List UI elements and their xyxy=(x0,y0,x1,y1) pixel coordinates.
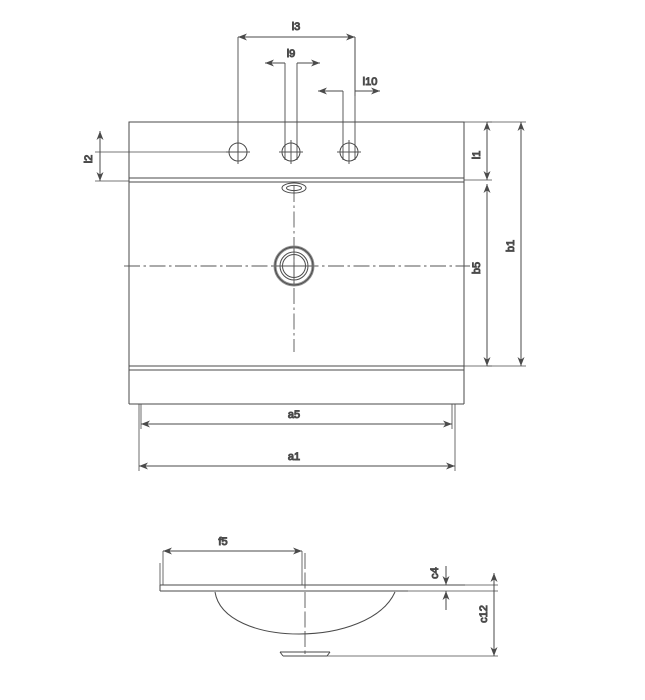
dimension-f5: f5 xyxy=(162,536,303,585)
drain-hole xyxy=(273,245,315,287)
dim-label-f5: f5 xyxy=(218,536,227,548)
dim-label-l9: l9 xyxy=(287,48,296,60)
dim-label-l2: l2 xyxy=(83,155,95,164)
dimension-b5: b5 xyxy=(464,184,492,367)
dimension-l1: l1 xyxy=(464,121,492,181)
dim-label-b5: b5 xyxy=(471,262,483,274)
dim-label-l1: l1 xyxy=(471,151,483,160)
dimension-a5: a5 xyxy=(140,404,453,429)
dim-label-a5: a5 xyxy=(288,409,300,421)
tap-hole-projection-lines xyxy=(237,37,356,160)
dimension-l10: l10 xyxy=(318,76,380,95)
dimension-c4: c4 xyxy=(429,566,450,610)
dimension-l3: l3 xyxy=(238,21,356,96)
dim-label-l3: l3 xyxy=(292,21,301,33)
dimension-a1: a1 xyxy=(138,404,456,471)
dim-label-l10: l10 xyxy=(363,76,378,88)
section-view-outline xyxy=(159,563,498,657)
dim-label-b1: b1 xyxy=(505,240,517,252)
dimension-b1: b1 xyxy=(487,121,526,367)
tap-hole-center xyxy=(279,140,303,164)
tap-hole-right xyxy=(337,140,361,164)
dimension-l2: l2 xyxy=(83,131,238,182)
overflow-hole xyxy=(281,182,307,194)
top-view-centerlines xyxy=(124,186,470,352)
top-view-outline xyxy=(128,121,465,405)
dimension-l9: l9 xyxy=(265,48,320,67)
dim-label-a1: a1 xyxy=(288,451,300,463)
dim-label-c4: c4 xyxy=(429,567,441,579)
dim-label-c12: c12 xyxy=(478,605,490,623)
dimension-c12: c12 xyxy=(478,573,498,656)
